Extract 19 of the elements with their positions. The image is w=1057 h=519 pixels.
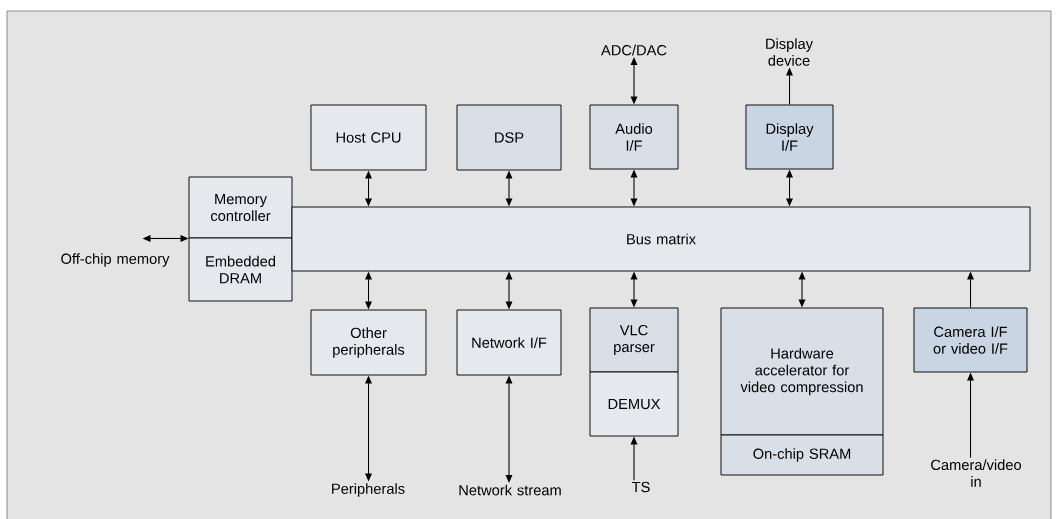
process-box: On-chip SRAM [720,434,884,476]
port-label: Off-chip memory [61,253,170,267]
process-box: Camera I/F or video I/F [913,307,1028,373]
process-box: Display I/F [745,104,834,170]
port-label: ADC/DAC [601,44,667,56]
process-box: DEMUX [589,371,679,437]
port-label: TS [631,481,650,493]
process-box: Memory controller [188,176,293,239]
process-box: Host CPU [310,104,427,171]
process-box: VLC parser [589,307,679,373]
port-label: Display device [766,38,813,66]
process-box: Embedded DRAM [188,237,293,302]
port-label: Peripherals [332,483,405,497]
process-box: Network I/F [456,309,562,376]
port-label: Network stream [459,484,561,496]
process-box: DSP [456,104,562,171]
process-box: Audio I/F [589,104,679,170]
process-box: Other peripherals [310,309,427,376]
port-label: Camera/video in [931,459,1021,487]
